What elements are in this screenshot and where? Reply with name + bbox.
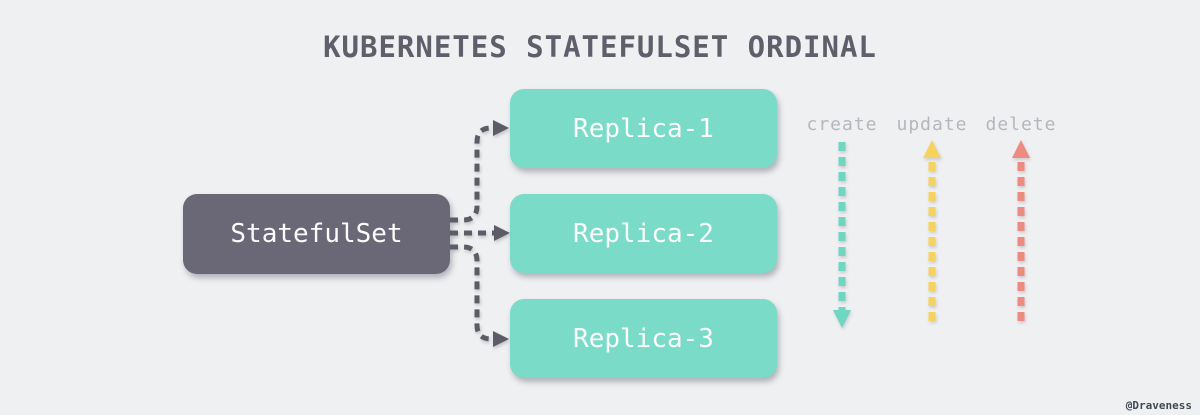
- replica-2-node: Replica-2: [510, 194, 777, 273]
- connector-to-replica-3: [450, 244, 494, 342]
- update-operation-label: update: [896, 114, 968, 135]
- delete-operation-label: delete: [985, 114, 1057, 135]
- arrowhead-replica-2-icon: [494, 225, 510, 241]
- arrowhead-replica-3-icon: [493, 331, 509, 347]
- replica-1-node: Replica-1: [510, 89, 777, 168]
- delete-arrow-up-icon: [1012, 140, 1030, 158]
- statefulset-node: StatefulSet: [183, 194, 450, 274]
- update-arrow-up-icon: [923, 140, 941, 158]
- replica-1-node-label: Replica-1: [573, 113, 714, 144]
- create-operation-label: create: [806, 114, 878, 135]
- connector-to-replica-1: [450, 125, 494, 223]
- statefulset-node-label: StatefulSet: [230, 219, 403, 249]
- diagram-title: KUBERNETES STATEFULSET ORDINAL: [323, 30, 877, 64]
- replica-3-node: Replica-3: [510, 299, 777, 378]
- create-arrow-down-icon: [833, 310, 851, 328]
- arrowhead-replica-1-icon: [493, 120, 509, 136]
- replica-3-node-label: Replica-3: [573, 323, 714, 354]
- replica-2-node-label: Replica-2: [573, 218, 714, 249]
- watermark: @Draveness: [1125, 399, 1192, 412]
